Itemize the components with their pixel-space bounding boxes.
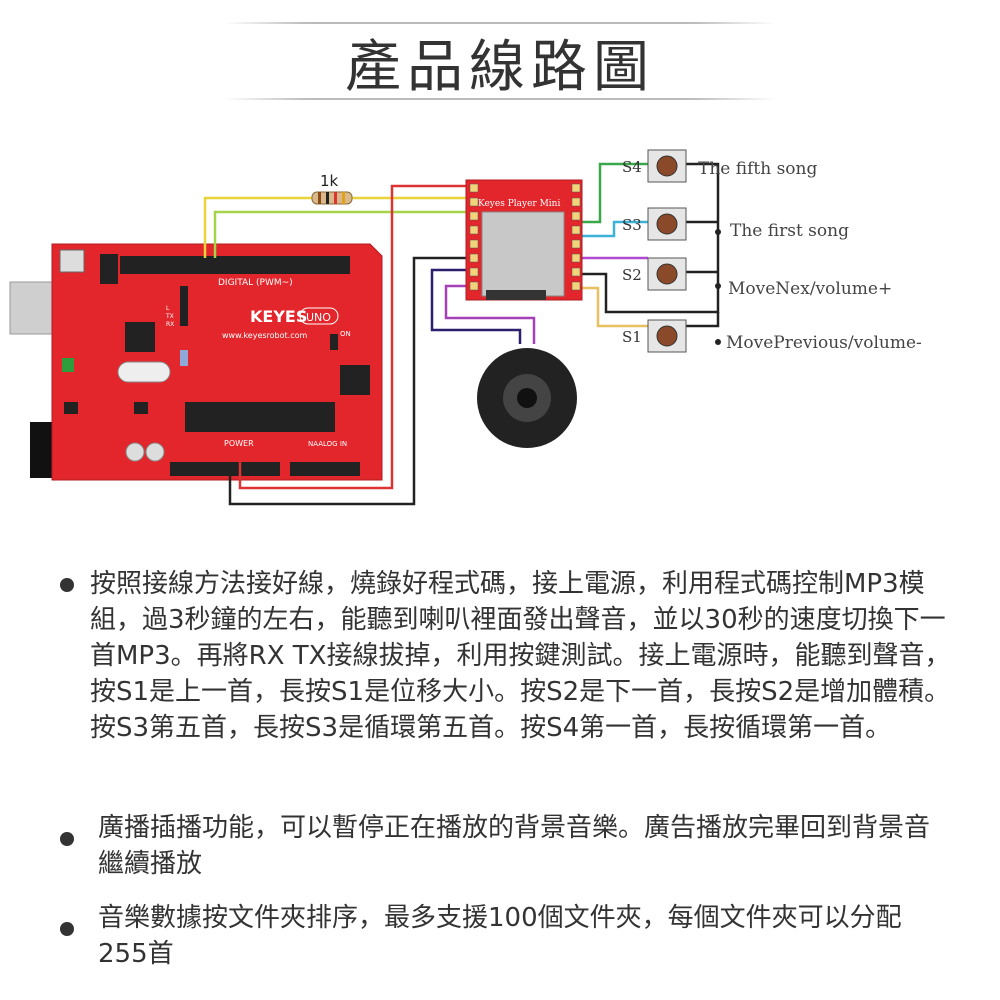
module-pin xyxy=(571,197,581,207)
board-power-label: POWER xyxy=(224,439,254,448)
button-id-label: S2 xyxy=(622,266,642,284)
button-function-label: The fifth song xyxy=(698,159,817,179)
bullet-dot xyxy=(60,922,74,936)
button-cap xyxy=(656,263,678,285)
usb-connector xyxy=(9,281,57,335)
board-model: UNO xyxy=(306,311,331,324)
wire-s1-yellow xyxy=(580,286,648,328)
wire-speaker-purple xyxy=(444,284,536,344)
button-cap xyxy=(656,213,678,235)
bullet-text-2: 廣播插播功能，可以暫停正在播放的背景音樂。廣告播放完畢回到背景音繼續播放 xyxy=(98,813,931,879)
board-l-label: L xyxy=(166,305,170,312)
list-item: 廣播插播功能，可以暫停正在播放的背景音樂。廣告播放完畢回到背景音繼續播放 xyxy=(60,810,948,882)
button-cap xyxy=(656,155,678,177)
module-pin xyxy=(571,183,581,193)
bullet-text-1: 按照接線方法接好線，燒錄好程式碼，接上電源，利用程式碼控制MP3模組，過3秒鐘的… xyxy=(90,569,951,743)
module-pin xyxy=(469,281,479,291)
wire-rx-green xyxy=(213,210,470,258)
speaker xyxy=(477,348,577,448)
button-function-label: MoveNex/volume+ xyxy=(728,279,892,299)
button-id-label: S1 xyxy=(622,328,642,346)
wire-speaker-navy xyxy=(430,268,522,344)
module-pin xyxy=(469,183,479,193)
button-id-label: S4 xyxy=(622,158,642,176)
board-brand: KEYES xyxy=(250,307,307,326)
module-pin xyxy=(469,211,479,221)
board-rx-label: RX xyxy=(166,321,174,328)
board-tx-label: TX xyxy=(165,313,174,320)
resistor-1k xyxy=(311,191,353,205)
list-item: 按照接線方法接好線，燒錄好程式碼，接上電源，利用程式碼控制MP3模組，過3秒鐘的… xyxy=(60,566,970,746)
module-label: Keyes Player Mini xyxy=(478,199,560,209)
module-pin xyxy=(571,253,581,263)
uno-board xyxy=(51,243,383,481)
title-rule-top xyxy=(225,22,775,24)
wire-gnd-black xyxy=(228,256,470,506)
bullet-dot xyxy=(60,578,74,592)
board-analog-label: NAALOG IN xyxy=(308,440,347,448)
list-item: 音樂數據按文件夾排序，最多支援100個文件夾，每個文件夾可以分配255首 xyxy=(60,900,948,972)
button-function-label: The first song xyxy=(730,221,849,241)
resistor-label: 1k xyxy=(320,172,339,190)
module-pin xyxy=(469,239,479,249)
wire-s4-green xyxy=(580,162,648,224)
module-pin xyxy=(571,267,581,277)
page-title: 產品線路圖 xyxy=(345,35,655,100)
module-pin xyxy=(469,197,479,207)
board-digital-label: DIGITAL (PWM~) xyxy=(218,278,293,288)
wire-vcc-red xyxy=(238,184,470,490)
module-pin xyxy=(571,225,581,235)
button-function-label: MovePrevious/volume- xyxy=(726,333,922,353)
board-on-label: ON xyxy=(340,330,351,338)
button-s1 xyxy=(647,319,687,353)
module-pin xyxy=(571,281,581,291)
wire-s3-cyan xyxy=(580,220,648,238)
title-rule-bottom xyxy=(225,98,775,100)
mp3-module xyxy=(465,179,583,301)
button-id-label: S3 xyxy=(622,216,642,234)
module-pin xyxy=(571,211,581,221)
module-pin xyxy=(469,267,479,277)
bullet-dot xyxy=(60,832,74,846)
module-pin xyxy=(571,239,581,249)
module-pin xyxy=(469,225,479,235)
wire-gnd-buttons xyxy=(580,162,720,314)
button-cap xyxy=(656,325,678,347)
wiring-diagram: DIGITAL (PWM~) KEYES UNO www.keyesrobot.… xyxy=(9,149,922,506)
board-url: www.keyesrobot.com xyxy=(222,331,307,340)
module-pin xyxy=(469,253,479,263)
bullet-text-3: 音樂數據按文件夾排序，最多支援100個文件夾，每個文件夾可以分配255首 xyxy=(98,903,902,969)
wire-tx-yellow xyxy=(203,196,312,258)
